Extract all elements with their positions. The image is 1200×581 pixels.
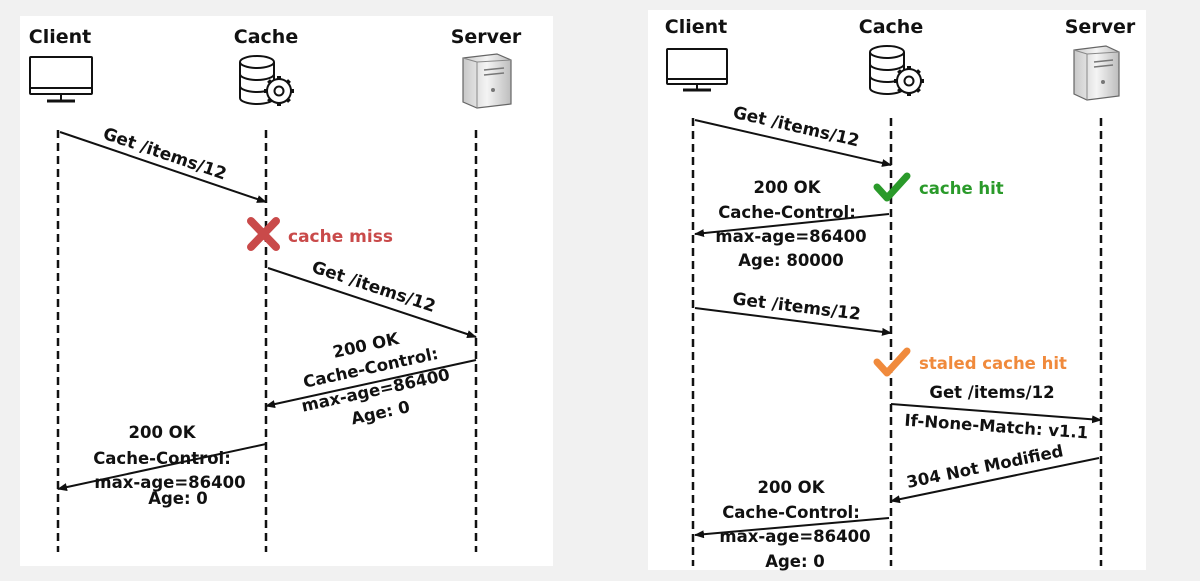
cache-miss-label: cache miss xyxy=(288,227,393,247)
response-label-cache: 200 OK Cache-Control: max-age=86400 Age:… xyxy=(93,423,245,508)
right-panel xyxy=(648,10,1146,570)
svg-text:max-age=86400: max-age=86400 xyxy=(94,473,245,492)
arrow-client-to-cache xyxy=(694,119,892,167)
monitor-icon xyxy=(29,56,93,103)
arrow-cache-to-client xyxy=(694,517,890,539)
right-diagram: Client Cache Server xyxy=(665,16,1136,571)
header-client: Client xyxy=(665,16,727,38)
header-cache: Cache xyxy=(859,16,923,38)
check-icon xyxy=(873,347,911,377)
header-client: Client xyxy=(29,26,91,48)
arrow-cache-to-server xyxy=(267,267,477,338)
cross-icon xyxy=(247,217,280,251)
left-panel xyxy=(20,16,553,566)
svg-text:200 OK: 200 OK xyxy=(129,423,197,442)
server-icon xyxy=(1073,45,1120,101)
cache-hit-label: cache hit xyxy=(919,179,1004,198)
arrow-cache-to-client xyxy=(694,213,890,238)
stale-cache-hit-label: staled cache hit xyxy=(919,354,1067,373)
arrow-client-to-cache xyxy=(59,131,267,203)
header-server: Server xyxy=(1065,16,1136,38)
svg-text:Cache-Control:: Cache-Control: xyxy=(93,449,231,468)
arrow-server-to-cache xyxy=(890,457,1100,504)
arrow-client-to-cache xyxy=(694,307,892,336)
svg-text:max-age=86400: max-age=86400 xyxy=(719,527,870,546)
lifelines xyxy=(691,118,1103,566)
arrow-cache-to-client xyxy=(57,443,267,492)
svg-text:200 OK: 200 OK xyxy=(758,478,826,497)
svg-text:Cache-Control:: Cache-Control: xyxy=(722,503,860,522)
arrow-cache-to-server xyxy=(890,403,1102,424)
monitor-icon xyxy=(666,48,728,92)
svg-text:Age: 80000: Age: 80000 xyxy=(738,251,844,270)
header-server: Server xyxy=(451,26,522,48)
svg-text:max-age=86400: max-age=86400 xyxy=(715,227,866,246)
arrow-server-to-cache xyxy=(265,359,477,408)
svg-text:200 OK: 200 OK xyxy=(754,178,822,197)
database-gear-icon xyxy=(869,45,924,96)
svg-text:Get /items/12: Get /items/12 xyxy=(929,383,1054,402)
svg-text:Age: 0: Age: 0 xyxy=(765,552,825,571)
svg-text:Age: 0: Age: 0 xyxy=(148,489,208,508)
header-cache: Cache xyxy=(234,26,298,48)
database-gear-icon xyxy=(239,55,294,106)
response-label-cache-hit: 200 OK Cache-Control: max-age=86400 Age:… xyxy=(715,178,866,270)
response-label-revalidated: 200 OK Cache-Control: max-age=86400 Age:… xyxy=(719,478,870,571)
svg-text:Cache-Control:: Cache-Control: xyxy=(718,203,856,222)
server-icon xyxy=(462,53,512,109)
check-icon xyxy=(873,172,911,202)
